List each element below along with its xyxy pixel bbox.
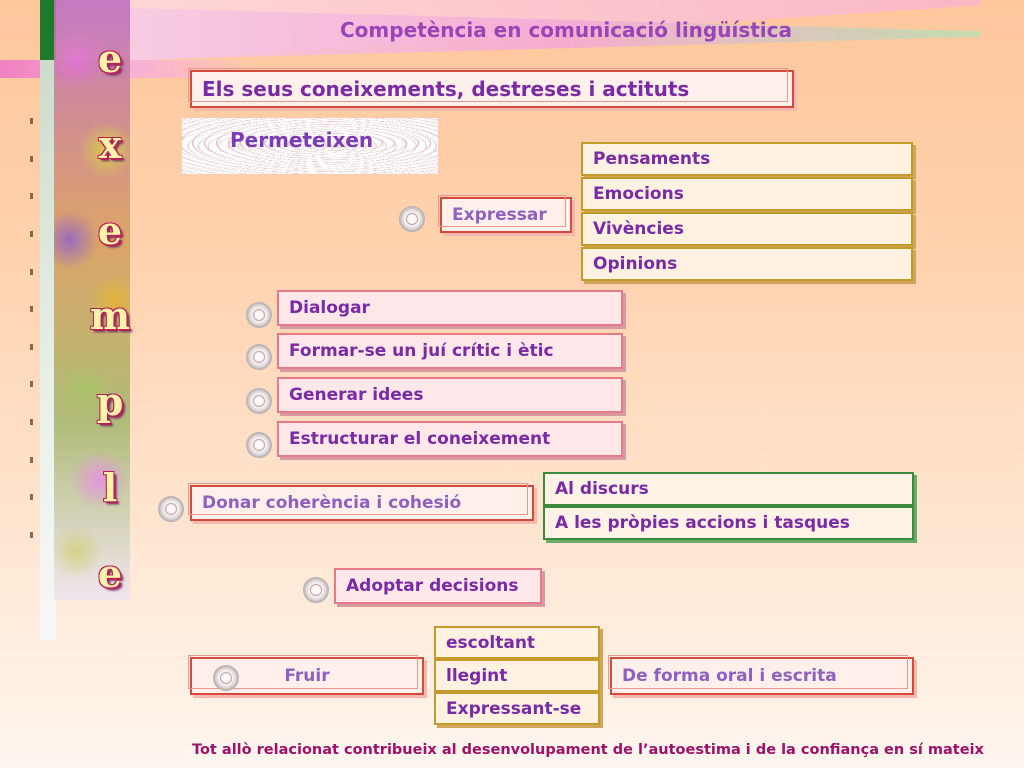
expressar-label: Expressar: [452, 205, 547, 225]
flower-icon: [246, 388, 272, 414]
decorative-green-bar: [40, 0, 56, 60]
expressar-box: Expressar: [438, 195, 572, 233]
expressar-item-label: Emocions: [593, 184, 684, 204]
coherencia-item-label: A les pròpies accions i tasques: [555, 513, 850, 533]
fruir-item: escoltant: [434, 626, 600, 659]
decorative-collage: [54, 0, 130, 600]
flower-icon: [303, 577, 329, 603]
flower-icon: [213, 665, 239, 691]
action-item-label: Estructurar el coneixement: [289, 429, 551, 449]
fruir-item-label: Expressant-se: [446, 698, 582, 719]
coherencia-item-label: Al discurs: [555, 479, 649, 499]
mode-label: De forma oral i escrita: [622, 666, 837, 686]
fruir-label: Fruir: [284, 666, 330, 686]
expressar-item: Pensaments: [581, 142, 913, 176]
action-item: Estructurar el coneixement: [277, 421, 623, 457]
fruir-item: llegint: [434, 659, 600, 692]
action-item: Generar idees: [277, 377, 623, 413]
exemple-letter: e: [97, 207, 123, 253]
flower-icon: [399, 206, 425, 232]
action-item: Dialogar: [277, 290, 623, 326]
coherencia-item: Al discurs: [543, 472, 914, 506]
headline-text: Els seus coneixements, destreses i actit…: [202, 77, 690, 101]
action-item-label: Formar-se un juí crític i ètic: [289, 341, 554, 361]
exemple-letter: x: [98, 121, 122, 167]
expressar-item: Vivències: [581, 212, 913, 246]
permeteixen-label: Permeteixen: [230, 128, 374, 152]
fruir-item-label: escoltant: [446, 632, 536, 653]
expressar-item-label: Opinions: [593, 254, 678, 274]
page-title: Competència en comunicació lingüística: [340, 18, 793, 42]
headline-box: Els seus coneixements, destreses i actit…: [188, 68, 794, 108]
expressar-item: Opinions: [581, 247, 913, 281]
decorative-strip: [40, 0, 56, 640]
adoptar-label: Adoptar decisions: [346, 576, 519, 596]
flower-icon: [246, 302, 272, 328]
expressar-item-label: Vivències: [593, 219, 684, 239]
exemple-letter: e: [97, 36, 123, 81]
flower-icon: [246, 432, 272, 458]
action-item-label: Generar idees: [289, 385, 424, 405]
expressar-item: Emocions: [581, 177, 913, 211]
footer-note: Tot allò relacionat contribueix al desen…: [192, 742, 984, 758]
exemple-letter: l: [102, 465, 118, 511]
fruir-item: Expressant-se: [434, 692, 600, 725]
exemple-letter: p: [96, 379, 124, 425]
mode-box: De forma oral i escrita: [608, 655, 914, 695]
adoptar-box: Adoptar decisions: [334, 568, 542, 604]
flower-icon: [246, 344, 272, 370]
permeteixen-background: [182, 118, 438, 174]
exemple-vertical-word: e x e m p l e: [80, 36, 140, 596]
decorative-dots: [26, 118, 36, 538]
fruir-item-label: llegint: [446, 665, 508, 686]
flower-icon: [158, 496, 184, 522]
coherencia-item: A les pròpies accions i tasques: [543, 506, 914, 540]
coherencia-label: Donar coherència i cohesió: [202, 493, 462, 513]
exemple-letter: e: [97, 550, 123, 596]
action-item: Formar-se un juí crític i ètic: [277, 333, 623, 369]
coherencia-box: Donar coherència i cohesió: [188, 483, 534, 521]
expressar-item-label: Pensaments: [593, 149, 711, 169]
exemple-letter: m: [89, 293, 131, 339]
action-item-label: Dialogar: [289, 298, 370, 318]
